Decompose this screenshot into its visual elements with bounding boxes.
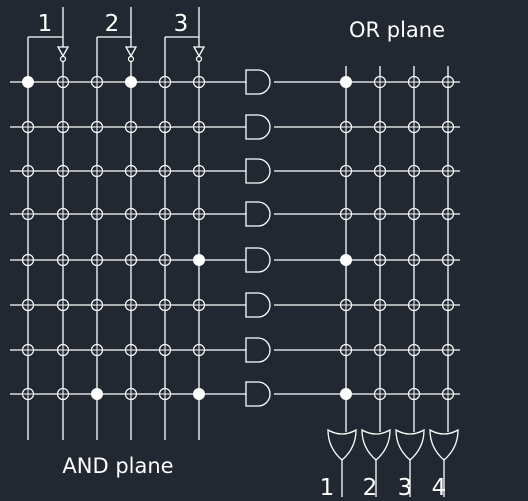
or-node-connected — [340, 254, 352, 266]
and-node-connected — [193, 388, 205, 400]
and-gate-icon — [245, 201, 271, 227]
inverter-icon — [124, 46, 138, 58]
and-node-connected — [22, 76, 34, 88]
or-gate-icon — [429, 428, 459, 461]
inverter-icon — [56, 46, 70, 58]
gate-layer — [245, 69, 459, 497]
input-2-label: 2 — [105, 11, 120, 37]
or-gate-icon — [327, 428, 357, 461]
output-3-label: 3 — [398, 475, 413, 501]
output-1-label: 1 — [320, 475, 335, 501]
inverter-icon — [192, 46, 206, 58]
and-gate-icon — [245, 69, 271, 95]
and-gate-icon — [245, 247, 271, 273]
or-node-connected — [340, 388, 352, 400]
connection-layer — [21, 75, 455, 401]
or-gate-icon — [361, 428, 391, 461]
inverter-bubble — [127, 55, 135, 63]
inverter-bubble — [195, 55, 203, 63]
and-plane-label: AND plane — [62, 454, 173, 478]
and-node-connected — [125, 76, 137, 88]
or-node-connected — [340, 76, 352, 88]
or-gate-icon — [395, 428, 425, 461]
and-gate-icon — [245, 114, 271, 140]
and-node-connected — [91, 388, 103, 400]
or-plane-label: OR plane — [349, 18, 445, 42]
wire-layer — [10, 7, 460, 440]
output-4-label: 4 — [432, 475, 447, 501]
and-gate-icon — [245, 337, 271, 363]
input-3-label: 3 — [174, 11, 189, 37]
output-2-label: 2 — [363, 475, 378, 501]
and-node-connected — [193, 254, 205, 266]
inverter-bubble — [59, 55, 67, 63]
and-gate-icon — [245, 292, 271, 318]
and-gate-icon — [245, 158, 271, 184]
input-1-label: 1 — [38, 11, 53, 37]
and-gate-icon — [245, 381, 271, 407]
